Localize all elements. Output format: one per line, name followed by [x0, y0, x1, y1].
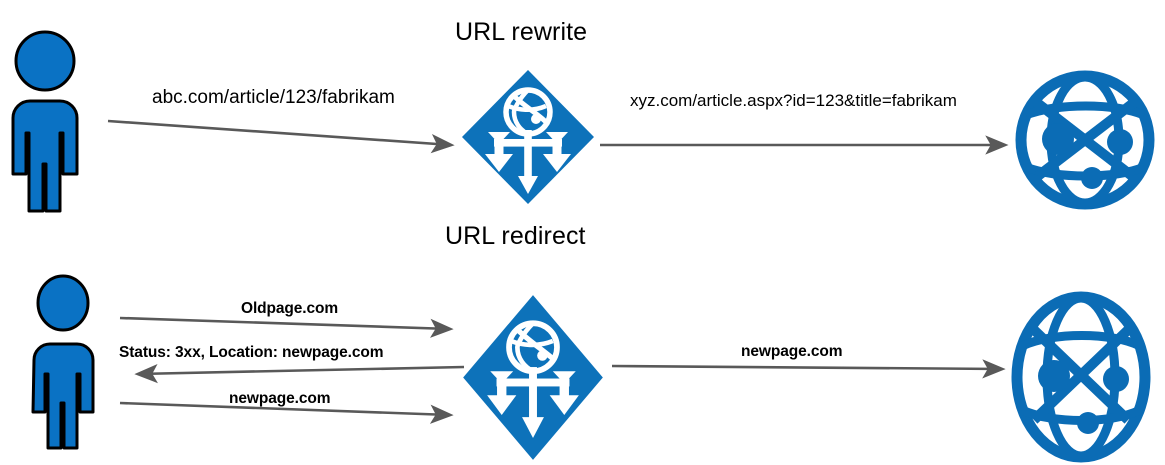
application-gateway-icon: [462, 70, 594, 204]
client-user-icon-top: [0, 22, 110, 213]
section-title-url-redirect: URL redirect: [445, 222, 586, 250]
application-gateway-node-top: [458, 66, 598, 208]
application-gateway-node-bottom: [460, 292, 606, 464]
web-app-server-node-bottom: [1008, 291, 1154, 463]
flow-label-client-to-gateway-top: abc.com/article/123/fabrikam: [152, 87, 395, 108]
application-gateway-icon: [463, 295, 603, 460]
flow-label-gateway-to-server-top: xyz.com/article.aspx?id=123&title=fabrik…: [630, 91, 957, 110]
flow-label-gateway-redirect-response: Status: 3xx, Location: newpage.com: [119, 344, 384, 361]
person-icon: [11, 30, 79, 213]
person-icon: [31, 274, 95, 450]
flow-arrow-client-request-newpage: [119, 398, 465, 426]
globe-network-icon: [1011, 291, 1151, 463]
flow-arrow-client-to-gateway-top: [107, 110, 468, 160]
flow-label-client-request-newpage: newpage.com: [229, 390, 331, 407]
flow-arrow-gateway-redirect-response: [134, 362, 469, 388]
client-user-icon-bottom: [22, 268, 122, 464]
flow-arrow-client-request-oldpage: [119, 313, 465, 341]
section-title-url-rewrite: URL rewrite: [455, 18, 588, 46]
flow-arrow-gateway-to-server-top: [600, 130, 1020, 160]
flow-label-client-request-oldpage: Oldpage.com: [241, 300, 339, 317]
flow-arrow-gateway-to-server-newpage: [611, 355, 1017, 381]
globe-network-icon: [1015, 70, 1155, 210]
web-app-server-node-top: [1012, 70, 1158, 210]
flow-label-gateway-to-server-newpage: newpage.com: [741, 343, 843, 360]
